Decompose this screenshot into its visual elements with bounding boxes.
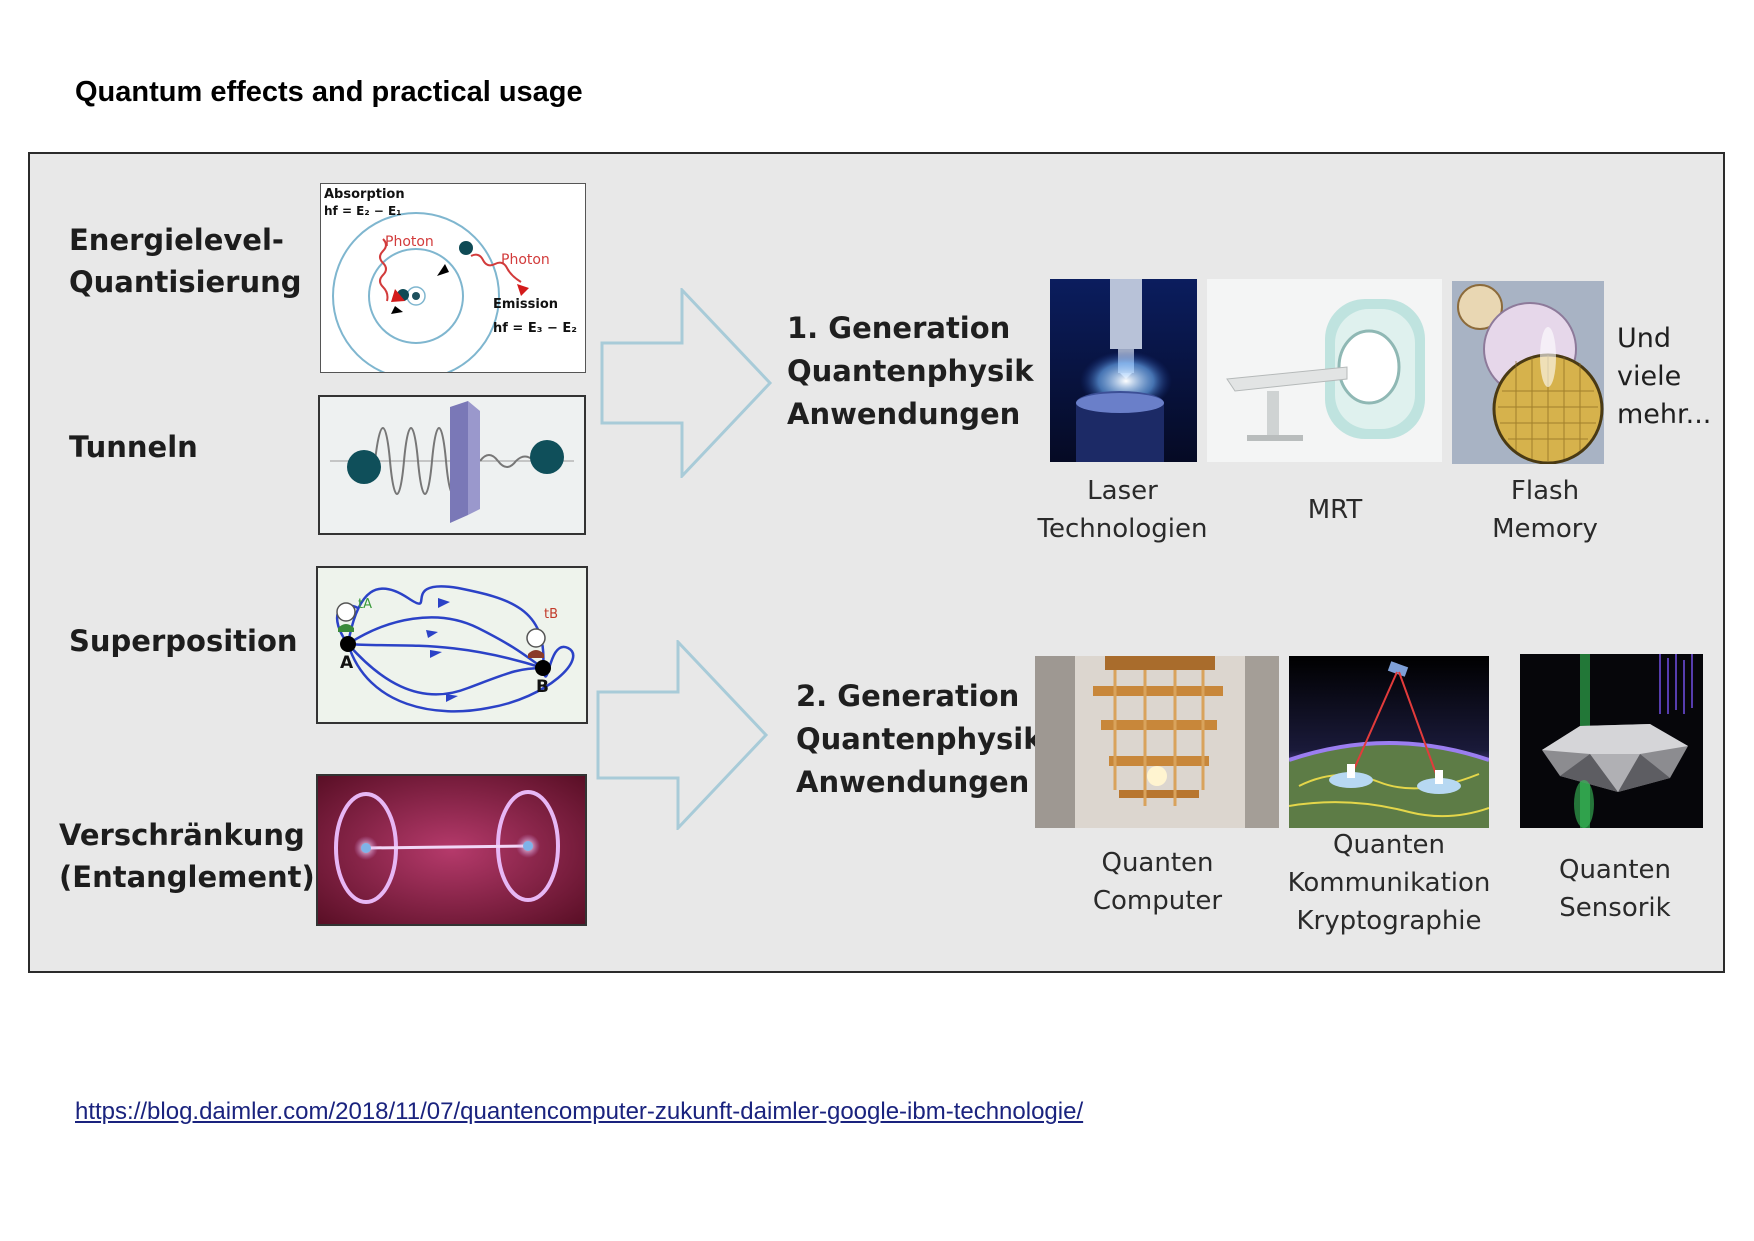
effect-label-entanglement: Verschränkung(Entanglement) bbox=[59, 818, 315, 894]
photon-label-2: Photon bbox=[501, 252, 550, 268]
effect-label-energy: Energielevel-Quantisierung bbox=[69, 223, 302, 299]
mrt-photo bbox=[1207, 279, 1442, 462]
arrow-right-icon bbox=[600, 288, 776, 478]
emission-label: Emission bbox=[493, 297, 558, 312]
quantum-communication-photo bbox=[1289, 656, 1489, 828]
superposition-point-b: B bbox=[536, 677, 549, 697]
tunneling-diagram bbox=[318, 395, 586, 535]
absorption-label: Absorption bbox=[324, 187, 405, 202]
source-link[interactable]: https://blog.daimler.com/2018/11/07/quan… bbox=[75, 1098, 1084, 1125]
laser-photo bbox=[1050, 279, 1197, 462]
effect-label-tunneling: Tunneln bbox=[69, 430, 198, 464]
arrow-right-icon bbox=[596, 640, 772, 830]
photon-label-1: Photon bbox=[385, 234, 434, 250]
superposition-tb: tB bbox=[544, 607, 558, 622]
superposition-point-a: A bbox=[340, 653, 354, 673]
entanglement-image bbox=[316, 774, 587, 926]
caption-mrt: MRT bbox=[1307, 495, 1363, 525]
quantum-computer-photo bbox=[1035, 656, 1279, 828]
flash-memory-photo bbox=[1452, 281, 1604, 464]
page-title: Quantum effects and practical usage bbox=[75, 76, 583, 108]
energy-level-diagram: Absorption hf = E₂ − E₁ Photon Photon Em… bbox=[320, 183, 586, 373]
infographic-panel bbox=[28, 152, 1725, 973]
absorption-formula: hf = E₂ − E₁ bbox=[324, 204, 402, 218]
quantum-sensor-photo bbox=[1520, 654, 1703, 828]
effect-label-superposition: Superposition bbox=[69, 624, 298, 658]
superposition-ta: tA bbox=[358, 597, 372, 612]
superposition-diagram: tA tB A B bbox=[316, 566, 588, 724]
emission-formula: hf = E₃ − E₂ bbox=[493, 321, 577, 336]
